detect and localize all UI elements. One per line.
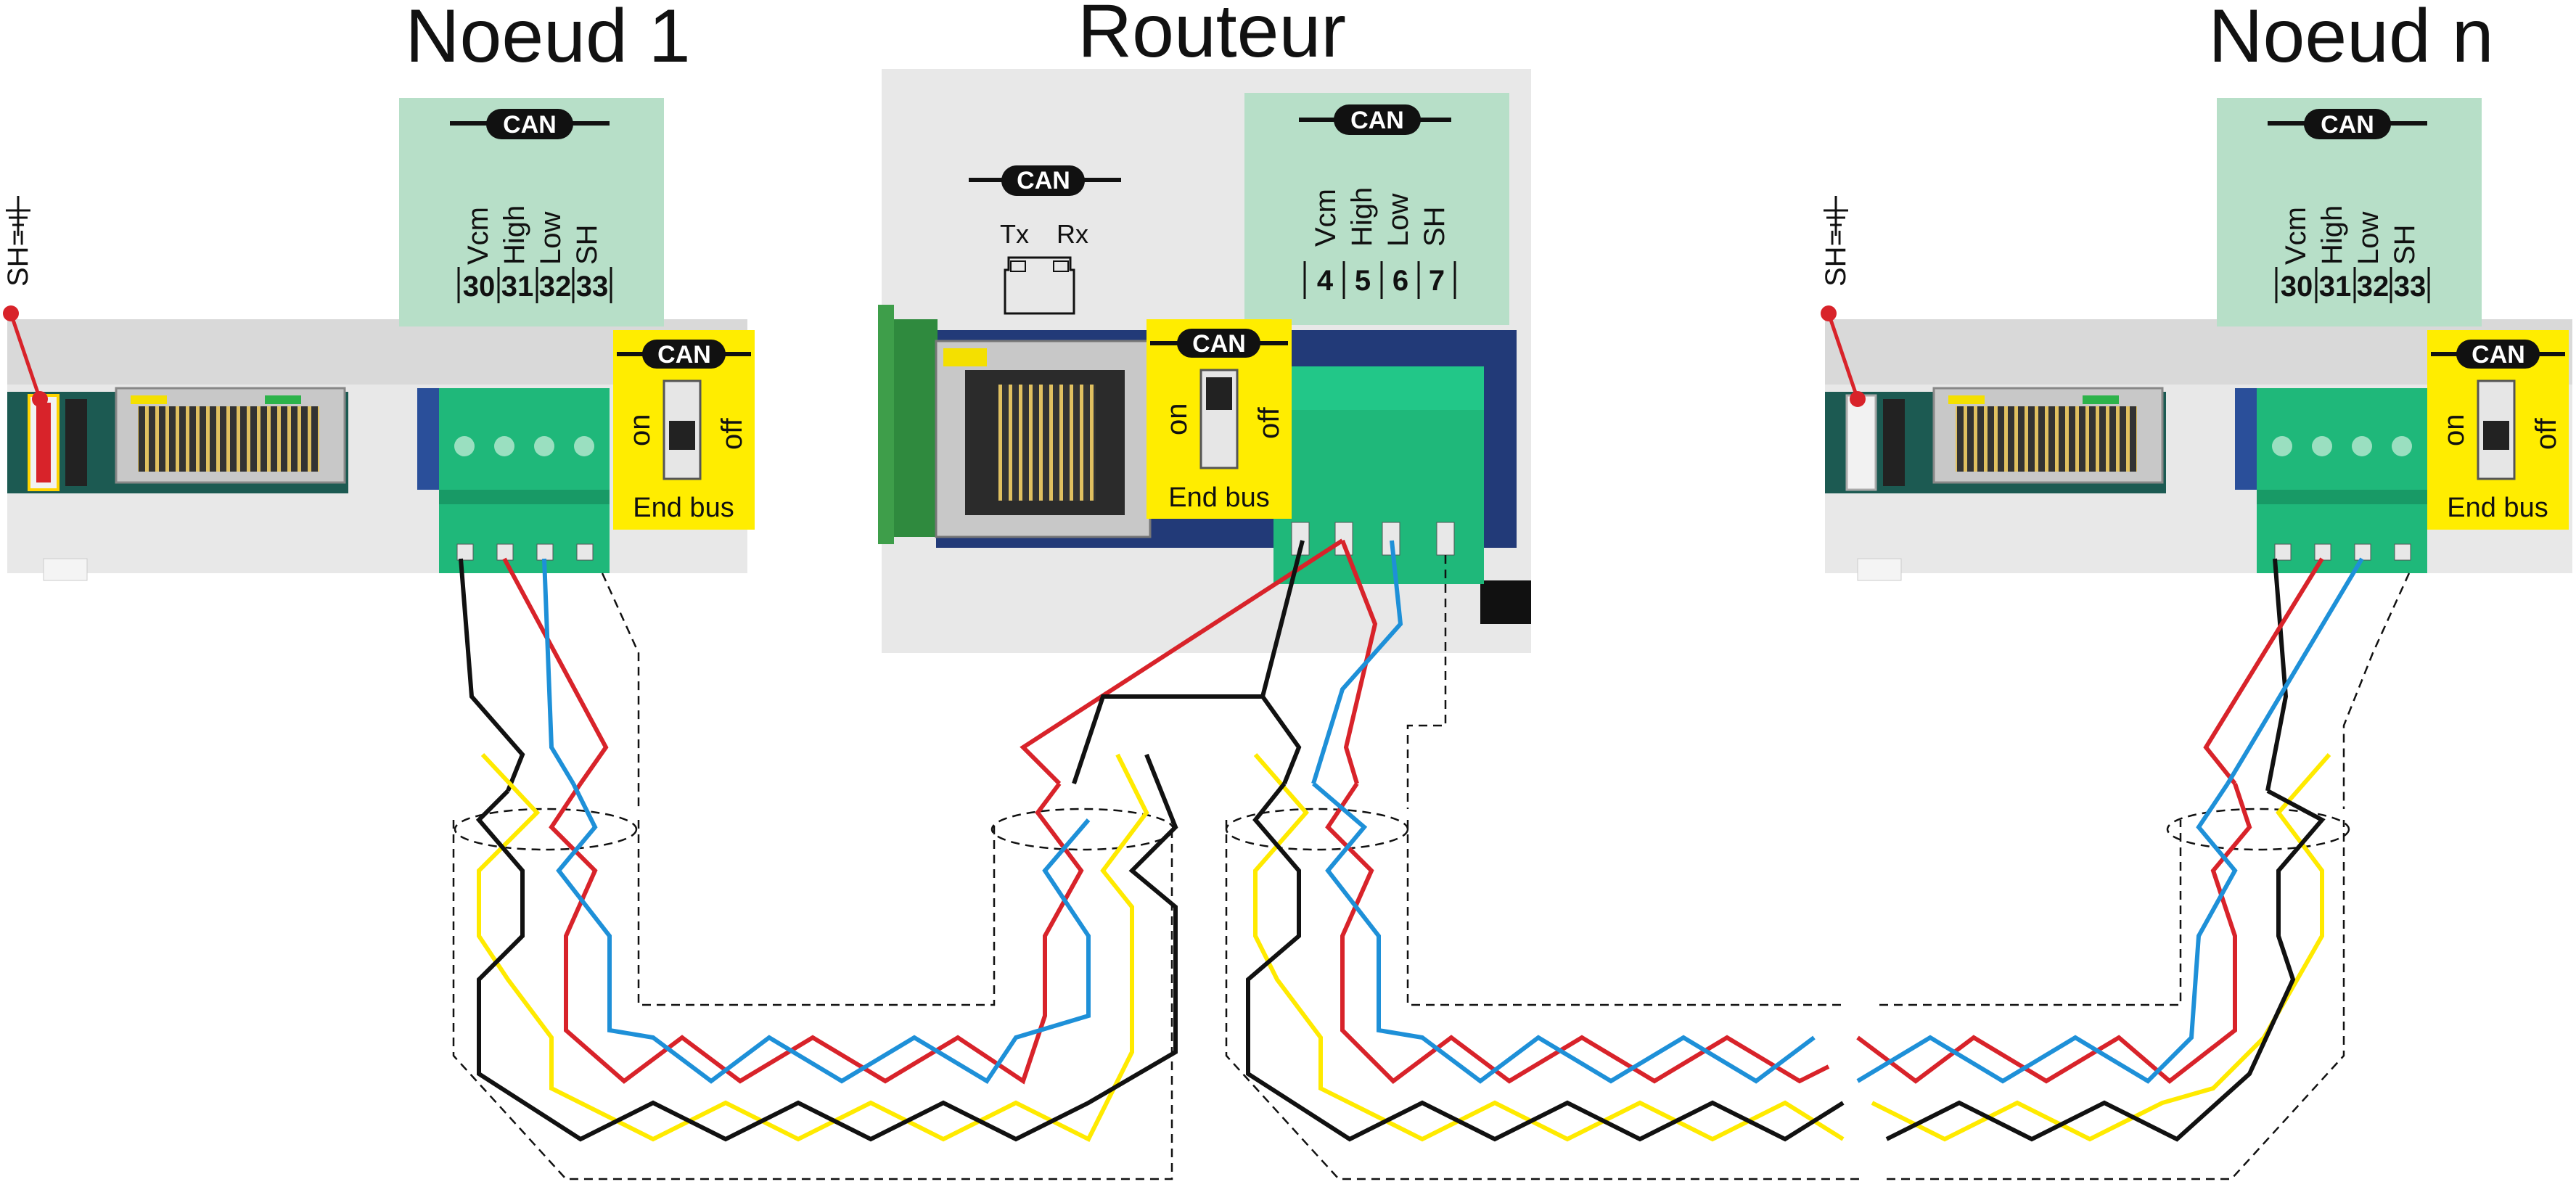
node-n-terminal-31: 31: [2319, 271, 2352, 303]
cable-segment-node1-router: [475, 752, 1178, 1143]
node-n-signal-high: High: [2316, 205, 2348, 265]
node-1-wires: [459, 557, 609, 792]
node-n-terminal-block: [2257, 388, 2427, 573]
node-n-can-label: CAN: [2321, 111, 2374, 139]
node-n-terminal-30: 30: [2281, 271, 2313, 303]
router-switch-can-label: CAN: [1192, 330, 1246, 358]
router-wires: [1020, 538, 1403, 786]
node-n-switch-off: off: [2530, 417, 2562, 450]
node-1-terminal-32: 32: [539, 271, 572, 303]
node-n-terminal-33: 33: [2394, 271, 2427, 303]
node-1-can-badge: [486, 109, 573, 139]
node-1-can-label: CAN: [503, 111, 557, 139]
router-signal-sh: SH: [1419, 206, 1451, 247]
router-signal-vcm: Vcm: [1310, 189, 1342, 247]
node-n-signal-sh: SH: [2389, 224, 2421, 265]
router-terminal-7: 7: [1429, 265, 1445, 297]
cable-segment-router-noden: [1246, 753, 2331, 1142]
node-n-ground-icon: [1824, 196, 1848, 236]
node-1: Noeud 1 CAN Vcm High Low: [2, 0, 755, 581]
router-rx-label: Rx: [1057, 219, 1088, 249]
router-signal-low: Low: [1382, 194, 1414, 247]
node-1-ground-icon: [6, 196, 30, 236]
router-switch-on: on: [1161, 403, 1193, 436]
node-n-signal-vcm: Vcm: [2280, 207, 2312, 265]
node-n-shield-wire: [1826, 313, 1860, 400]
node-1-switch-caption: End bus: [633, 493, 734, 523]
node-n-title: Noeud n: [2208, 0, 2493, 78]
node-1-terminal-30: 30: [463, 271, 496, 303]
node-1-switch-can-label: CAN: [657, 341, 711, 369]
node-n-switch-can-label: CAN: [2472, 341, 2525, 369]
node-n-shield-label: SH=: [1820, 229, 1852, 287]
node-1-signal-sh: SH: [571, 224, 603, 265]
node-1-terminal-block: [439, 388, 610, 573]
node-1-terminal-33: 33: [576, 271, 609, 303]
node-1-title: Noeud 1: [405, 0, 690, 78]
router-tx-label: Tx: [1000, 219, 1029, 249]
node-n-terminal-32: 32: [2357, 271, 2390, 303]
node-n-signal-low: Low: [2353, 212, 2384, 265]
node-1-signal-vcm: Vcm: [462, 207, 494, 265]
router-ethernet-icon: [1004, 256, 1075, 315]
router-terminal-4: 4: [1317, 265, 1334, 297]
router-signal-high: High: [1346, 187, 1378, 247]
node-n-wires: [2203, 557, 2364, 792]
node-1-switch-on: on: [624, 414, 656, 447]
node-n-switch-caption: End bus: [2447, 493, 2548, 523]
node-1-shield-label: SH=: [2, 229, 34, 287]
node-1-shield-wire: [9, 313, 42, 400]
router-port-can-label: CAN: [1017, 167, 1070, 194]
router-switch-caption: End bus: [1168, 482, 1269, 513]
router-can-label: CAN: [1350, 107, 1404, 134]
node-n-switch-on: on: [2438, 414, 2470, 447]
router-switch-off: off: [1253, 406, 1285, 439]
router-terminal-6: 6: [1392, 265, 1408, 297]
node-1-signal-high: High: [499, 205, 530, 265]
node-n: Noeud n CAN Vcm High Low SH: [1820, 0, 2572, 581]
node-1-switch-off: off: [716, 417, 748, 450]
node-n-shield-terminal: [1845, 394, 1877, 491]
router-title: Routeur: [1078, 0, 1346, 73]
router: Routeur CAN Tx Rx CAN Vcm High Low SH: [878, 0, 1531, 653]
node-1-terminal-31: 31: [501, 271, 534, 303]
router-terminal-5: 5: [1355, 265, 1371, 297]
node-1-signal-low: Low: [535, 212, 567, 265]
